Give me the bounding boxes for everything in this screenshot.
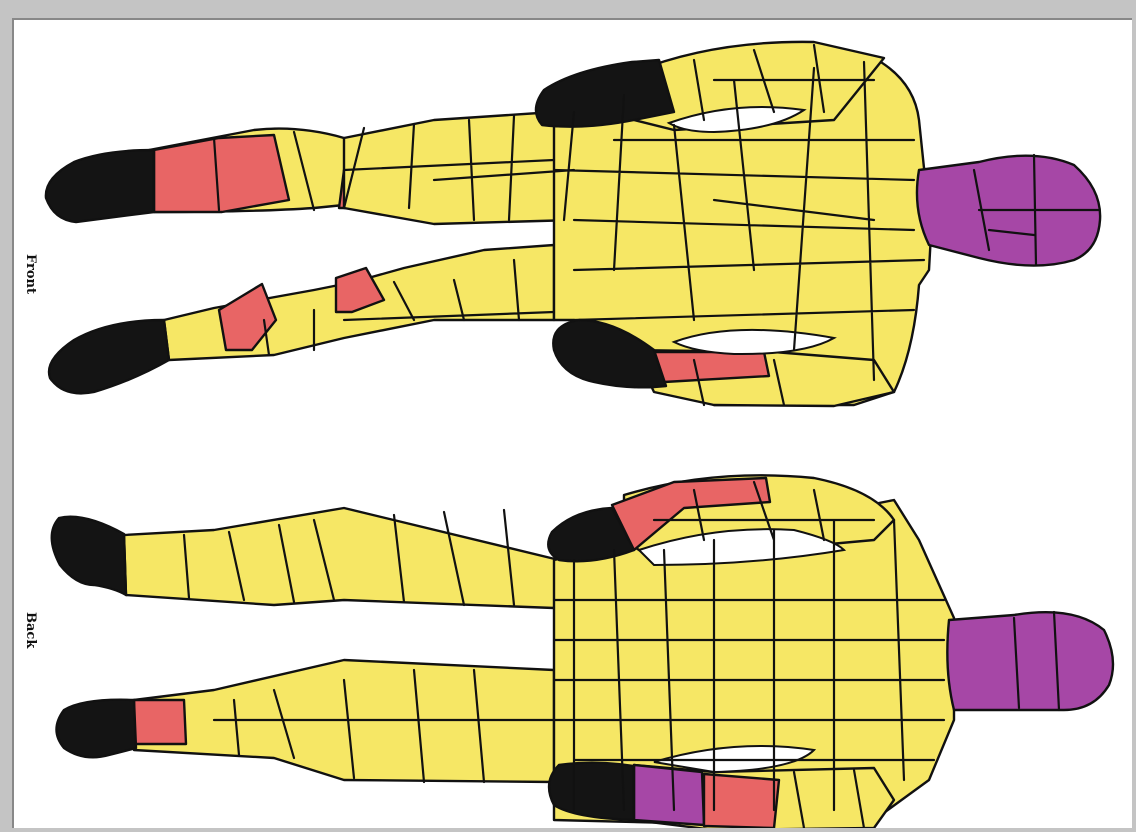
body-map-canvas: Front Back (12, 18, 1132, 828)
back-foot-lower (57, 700, 137, 758)
front-foot-upper (46, 150, 154, 222)
front-foot-lower (49, 320, 169, 393)
back-head (947, 612, 1113, 710)
back-heel-patch (134, 700, 186, 744)
front-leg-upper-shin-patch (154, 135, 289, 212)
front-hand-upper (536, 60, 674, 127)
front-forearm-patch (654, 352, 769, 382)
back-forearm-patch-purple (634, 765, 704, 825)
back-foot-upper (52, 517, 126, 595)
back-forearm-patch-red (704, 774, 779, 828)
body-map-svg (14, 20, 1132, 828)
